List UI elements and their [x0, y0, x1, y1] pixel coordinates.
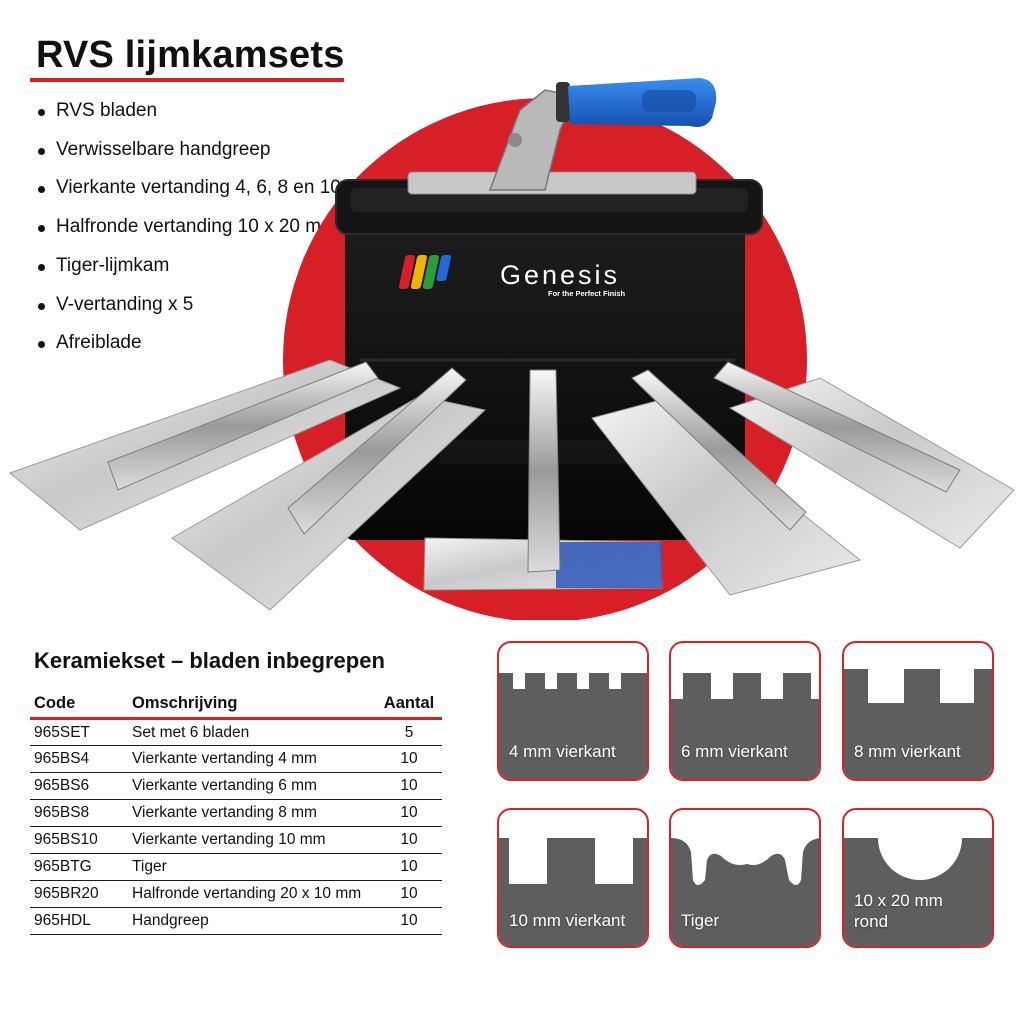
table-row: 965BR20 Halfronde vertanding 20 x 10 mm … [30, 880, 442, 908]
feature-list: RVS bladen Verwisselbare handgreep Vierk… [36, 92, 378, 363]
notch-profile-10mm-icon [499, 838, 647, 946]
cell-quantity: 10 [376, 826, 442, 854]
notch-profile-6mm-icon [671, 673, 819, 779]
profile-tile-6mm: 6 mm vierkant [669, 641, 821, 781]
product-hero-image: Genesis For the Perfect Finish [8, 78, 1015, 620]
kit-table: Code Omschrijving Aantal 965SET Set met … [30, 692, 442, 935]
profile-label: 10 mm vierkant [509, 911, 626, 930]
profile-tile-tiger: Tiger [669, 808, 821, 948]
genesis-logo [398, 255, 451, 289]
cell-code: 965BR20 [30, 880, 128, 908]
feature-item: Afreiblade [36, 324, 378, 363]
profile-label: Tiger [681, 911, 720, 930]
profile-tile-round: 10 x 20 mm rond [842, 808, 994, 948]
table-row: 965BS4 Vierkante vertanding 4 mm 10 [30, 745, 442, 773]
cell-description: Set met 6 bladen [128, 718, 376, 746]
profile-label: 10 x 20 mm rond [854, 891, 943, 931]
trowel-blade-5 [713, 361, 1015, 549]
feature-item: Verwisselbare handgreep [36, 131, 378, 170]
table-row: 965BS6 Vierkante vertanding 6 mm 10 [30, 772, 442, 800]
profile-tile-4mm: 4 mm vierkant [497, 641, 649, 781]
cell-quantity: 10 [376, 853, 442, 881]
table-row: 965BS8 Vierkante vertanding 8 mm 10 [30, 799, 442, 827]
cell-code: 965BS4 [30, 745, 128, 773]
profile-label: 6 mm vierkant [681, 742, 788, 761]
brand-name: Genesis [500, 260, 620, 290]
trowel-blade-2 [171, 367, 487, 611]
cell-code: 965HDL [30, 907, 128, 935]
trowel-blade-3 [423, 369, 663, 591]
table-row: 965BS10 Vierkante vertanding 10 mm 10 [30, 826, 442, 854]
cell-quantity: 10 [376, 907, 442, 935]
cell-description: Vierkante vertanding 8 mm [128, 799, 376, 827]
cell-description: Vierkante vertanding 10 mm [128, 826, 376, 854]
profile-tile-8mm: 8 mm vierkant [842, 641, 994, 781]
cell-code: 965BS8 [30, 799, 128, 827]
feature-item: V-vertanding x 5 [36, 286, 378, 325]
cell-quantity: 10 [376, 799, 442, 827]
table-row: 965BTG Tiger 10 [30, 853, 442, 881]
cell-code: 965BS6 [30, 772, 128, 800]
cell-quantity: 10 [376, 772, 442, 800]
trowel-blade-1 [8, 359, 402, 531]
notch-profile-round-icon [844, 838, 992, 946]
table-row: 965SET Set met 6 bladen 5 [30, 718, 442, 746]
feature-item: RVS bladen [36, 92, 378, 131]
profile-tile-10mm: 10 mm vierkant [497, 808, 649, 948]
cell-quantity: 10 [376, 745, 442, 773]
notch-profile-4mm-icon [499, 673, 647, 779]
notch-profile-8mm-icon [844, 669, 992, 779]
profile-label: 8 mm vierkant [854, 742, 961, 761]
kit-title: Keramiekset – bladen inbegrepen [34, 648, 385, 673]
cell-quantity: 5 [376, 718, 442, 746]
brand-tagline: For the Perfect Finish [548, 289, 626, 298]
feature-item: Vierkante vertanding 4, 6, 8 en 10 mm [36, 169, 378, 208]
trowel-blade-4 [591, 369, 862, 596]
trowel-handle [407, 78, 717, 195]
feature-item: Tiger-lijmkam [36, 247, 378, 286]
notch-profile-tiger-icon [671, 838, 819, 946]
title-underline [30, 78, 344, 82]
cell-quantity: 10 [376, 880, 442, 908]
cell-code: 965SET [30, 718, 128, 746]
cell-description: Vierkante vertanding 4 mm [128, 745, 376, 773]
table-header-row: Code Omschrijving Aantal [30, 692, 442, 720]
cell-code: 965BS10 [30, 826, 128, 854]
cell-description: Tiger [128, 853, 376, 881]
feature-item: Halfronde vertanding 10 x 20 mm [36, 208, 378, 247]
cell-description: Halfronde vertanding 20 x 10 mm [128, 880, 376, 908]
table-row: 965HDL Handgreep 10 [30, 907, 442, 935]
profile-label: 4 mm vierkant [509, 742, 616, 761]
column-header-code: Code [30, 692, 128, 720]
column-header-description: Omschrijving [128, 692, 376, 720]
cell-description: Vierkante vertanding 6 mm [128, 772, 376, 800]
cell-description: Handgreep [128, 907, 376, 935]
cell-code: 965BTG [30, 853, 128, 881]
column-header-quantity: Aantal [376, 692, 442, 720]
page-title: RVS lijmkamsets [36, 34, 345, 76]
